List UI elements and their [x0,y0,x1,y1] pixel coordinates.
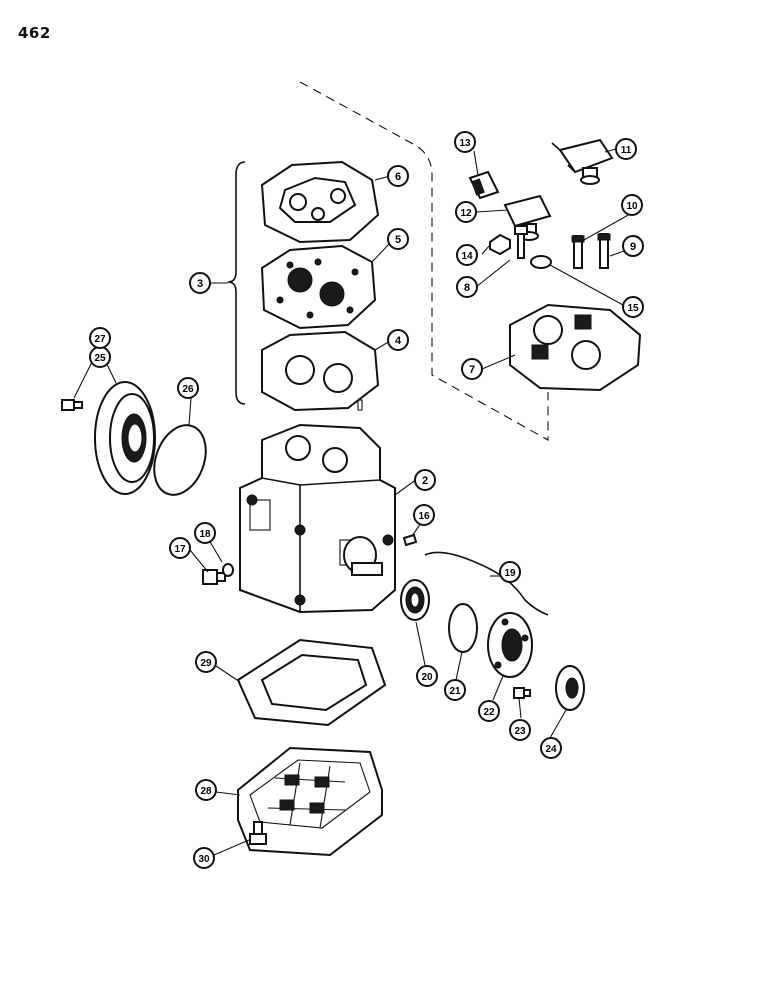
svg-text:23: 23 [514,726,526,737]
seal-20 [400,579,430,621]
seal-cover-22 [487,612,533,678]
callout-21: 21 [444,679,466,701]
svg-text:21: 21 [449,686,461,697]
fitting-13 [468,170,500,200]
svg-text:30: 30 [198,854,210,865]
svg-text:28: 28 [200,786,212,797]
svg-text:16: 16 [418,511,430,522]
callout-29: 29 [195,651,217,673]
callout-2: 2 [414,469,436,491]
svg-text:20: 20 [421,672,433,683]
svg-text:8: 8 [464,282,470,294]
callout-14: 14 [456,244,478,266]
callout-8: 8 [456,276,478,298]
compressor-body-2 [239,423,396,614]
gasket-29 [236,638,387,727]
plug-17 [202,569,226,585]
svg-text:29: 29 [200,658,212,669]
svg-text:27: 27 [94,334,106,345]
callout-13: 13 [454,131,476,153]
svg-text:19: 19 [504,568,516,579]
callout-25: 25 [89,346,111,368]
callout-30: 30 [193,847,215,869]
nut-14 [489,233,511,256]
svg-text:5: 5 [395,234,401,246]
svg-text:12: 12 [460,208,472,219]
callout-27: 27 [89,327,111,349]
svg-text:25: 25 [94,353,106,364]
stud-9 [597,233,611,269]
callout-6: 6 [387,165,409,187]
svg-text:26: 26 [182,384,194,395]
o-ring-18 [222,563,234,577]
callout-5: 5 [387,228,409,250]
svg-text:15: 15 [627,303,639,314]
valve-plate-5 [260,244,377,330]
svg-text:3: 3 [197,278,203,290]
callout-23: 23 [509,719,531,741]
callout-20: 20 [416,665,438,687]
leader-lines [73,148,631,856]
stud-10 [571,235,585,269]
svg-text:10: 10 [626,201,638,212]
bearing-housing-25 [94,381,156,495]
o-ring-21 [448,603,478,653]
svg-text:9: 9 [630,241,636,253]
cylinder-head-7 [509,303,642,392]
callout-9: 9 [622,235,644,257]
callout-12: 12 [455,201,477,223]
svg-text:7: 7 [469,364,475,376]
callout-19: 19 [499,561,521,583]
callout-26: 26 [177,377,199,399]
callout-15: 15 [622,296,644,318]
callout-10: 10 [621,194,643,216]
callout-4: 4 [387,329,409,351]
dowel-pin [357,399,363,411]
callout-22: 22 [478,700,500,722]
svg-text:13: 13 [459,138,471,149]
callout-16: 16 [413,504,435,526]
o-ring-15 [530,255,552,269]
gasket-4 [261,330,380,412]
svg-text:14: 14 [461,251,473,262]
bolt-8 [514,225,528,259]
bracket-item-3 [227,161,246,405]
callout-11: 11 [615,138,637,160]
gasket-6 [260,160,380,244]
dashed-group-outline [299,81,549,441]
callout-28: 28 [195,779,217,801]
service-valve-11 [551,138,614,185]
screw-27 [61,399,83,411]
svg-text:22: 22 [483,707,495,718]
drain-plug-30 [249,821,267,845]
svg-text:6: 6 [395,171,401,183]
key-16 [402,533,418,547]
page-number: 462 [18,24,51,42]
svg-text:18: 18 [199,529,211,540]
callout-3: 3 [189,272,211,294]
screw-23 [513,687,531,699]
oil-pan-28 [237,746,383,857]
callout-24: 24 [540,737,562,759]
o-ring-26 [153,424,207,496]
svg-text:17: 17 [174,544,186,555]
svg-text:24: 24 [545,744,557,755]
bracket-item-19 [424,551,549,616]
washer-24 [555,665,585,711]
svg-text:4: 4 [395,335,402,347]
callout-7: 7 [461,358,483,380]
callout-17: 17 [169,537,191,559]
svg-text:2: 2 [422,475,428,487]
svg-text:11: 11 [621,145,632,156]
callout-18: 18 [194,522,216,544]
